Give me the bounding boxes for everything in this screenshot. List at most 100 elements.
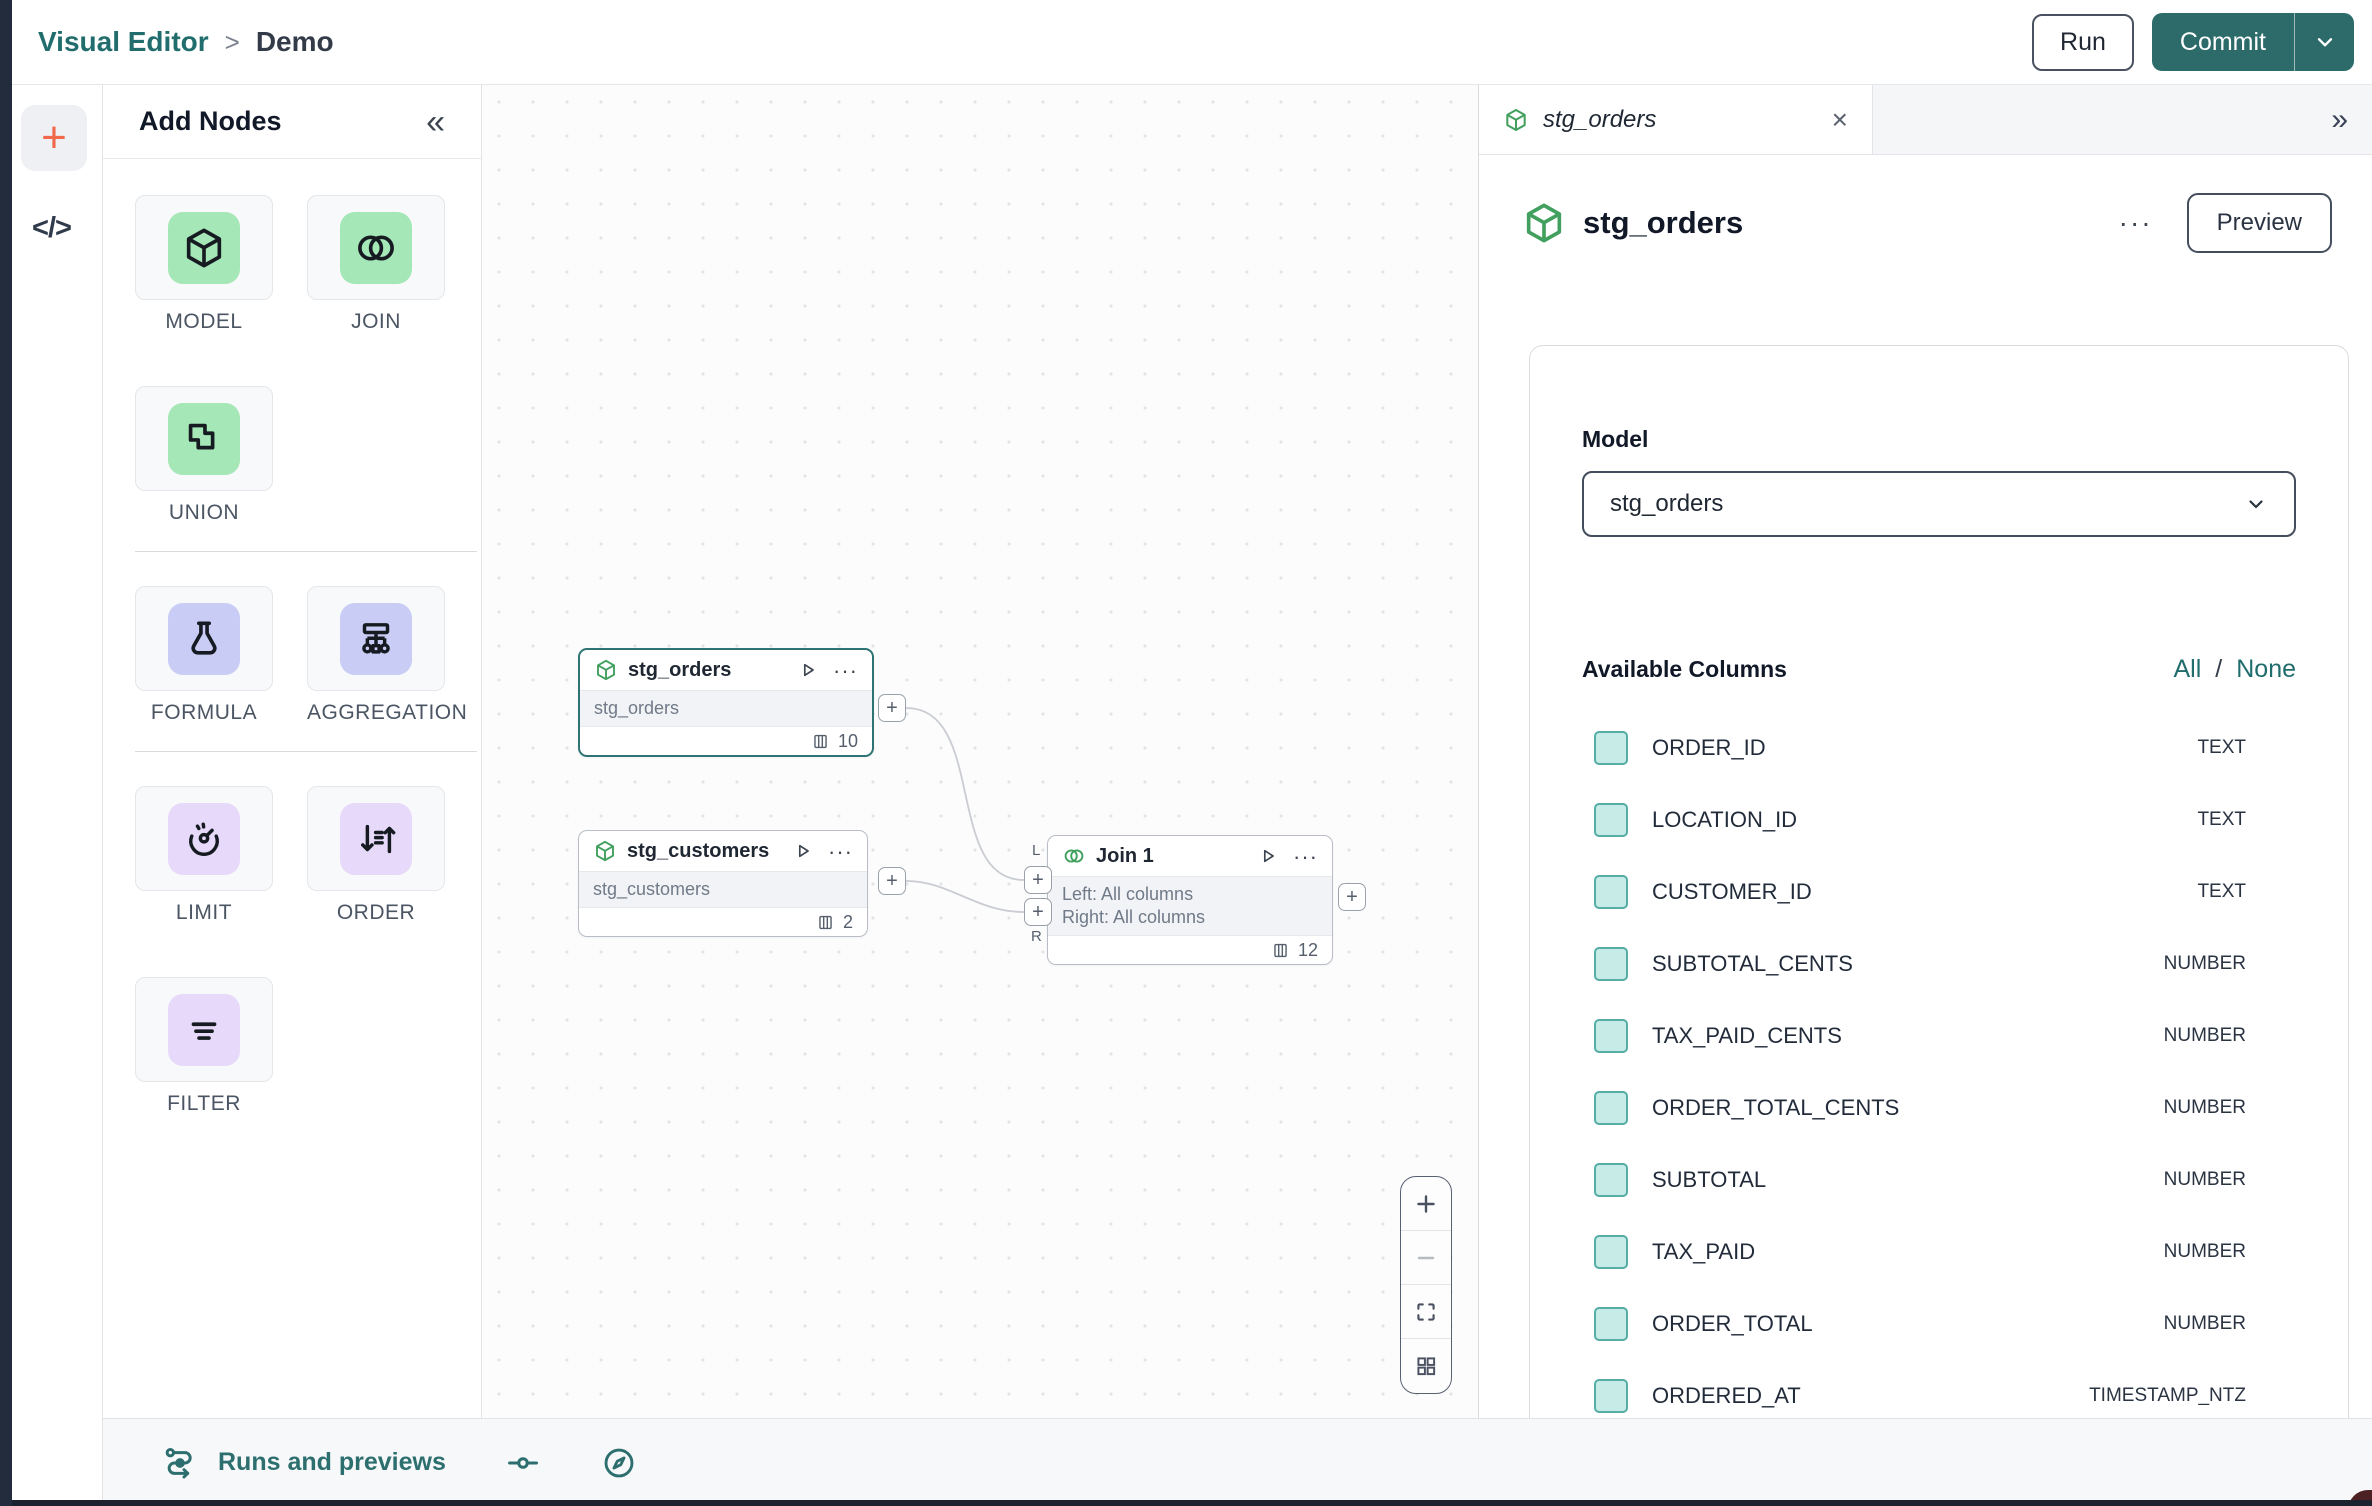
model-config-card: Model stg_orders Available Columns All /… <box>1529 345 2349 1506</box>
node-tile[interactable]: JOIN <box>307 195 445 334</box>
column-row[interactable]: SUBTOTAL NUMBER <box>1582 1144 2296 1216</box>
join-right-input-port[interactable]: + <box>1024 898 1052 926</box>
stg-customers-output-port[interactable]: + <box>878 867 906 895</box>
node-header: Join 1 ··· <box>1048 836 1332 877</box>
node-tile-card <box>135 977 273 1082</box>
column-row[interactable]: ORDER_TOTAL_CENTS NUMBER <box>1582 1072 2296 1144</box>
node-tile[interactable]: FORMULA <box>135 586 273 725</box>
run-button[interactable]: Run <box>2032 13 2134 71</box>
join-output-port[interactable]: + <box>1338 883 1366 911</box>
plus-icon <box>1413 1191 1439 1217</box>
close-icon[interactable]: × <box>1831 103 1848 135</box>
node-body: Left: All columns Right: All columns <box>1048 877 1332 936</box>
play-icon[interactable] <box>1257 845 1279 867</box>
column-checkbox[interactable] <box>1594 1235 1628 1269</box>
columns-count: 12 <box>1297 939 1318 960</box>
node-tile-card <box>135 195 273 300</box>
column-checkbox[interactable] <box>1594 947 1628 981</box>
column-checkbox[interactable] <box>1594 1019 1628 1053</box>
column-checkbox[interactable] <box>1594 1379 1628 1413</box>
node-type-icon <box>181 416 227 462</box>
fit-view-button[interactable] <box>1401 1285 1451 1339</box>
commit-node-icon[interactable] <box>504 1444 542 1482</box>
preview-button[interactable]: Preview <box>2186 193 2332 253</box>
column-checkbox[interactable] <box>1594 1091 1628 1125</box>
node-tile[interactable]: MODEL <box>135 195 273 334</box>
plus-icon: + <box>1032 869 1044 891</box>
column-row[interactable]: TAX_PAID NUMBER <box>1582 1216 2296 1288</box>
select-none-link[interactable]: None <box>2236 655 2296 683</box>
add-node-rail-button[interactable]: + <box>21 105 87 171</box>
canvas-node-stg-orders[interactable]: stg_orders ··· stg_orders 10 <box>578 648 874 757</box>
plus-icon: + <box>886 697 898 719</box>
panel-menu-icon[interactable]: ··· <box>2118 207 2153 238</box>
layout-grid-icon <box>1413 1353 1439 1379</box>
column-row[interactable]: ORDER_ID TEXT <box>1582 712 2296 784</box>
model-select[interactable]: stg_orders <box>1582 471 2296 537</box>
pipeline-canvas[interactable]: stg_orders ··· stg_orders 10 + stg_custo… <box>482 85 1478 1418</box>
canvas-node-join-1[interactable]: Join 1 ··· Left: All columns Right: All … <box>1047 835 1333 965</box>
column-checkbox[interactable] <box>1594 1307 1628 1341</box>
column-row[interactable]: TAX_PAID_CENTS NUMBER <box>1582 1000 2296 1072</box>
breadcrumb-visual-editor[interactable]: Visual Editor <box>38 26 209 57</box>
column-type: TEXT <box>2197 737 2246 758</box>
node-footer: 10 <box>580 727 872 755</box>
model-cube-icon <box>594 658 618 682</box>
column-name: ORDERED_AT <box>1652 1383 1801 1408</box>
commit-dropdown-button[interactable] <box>2294 13 2354 71</box>
plus-icon: + <box>41 113 67 162</box>
node-tile[interactable]: LIMIT <box>135 786 273 925</box>
node-menu-icon[interactable]: ··· <box>833 657 858 683</box>
add-nodes-header: Add Nodes « <box>103 85 481 159</box>
column-checkbox[interactable] <box>1594 731 1628 765</box>
edge-stg-orders-to-join <box>905 707 1025 881</box>
node-tile[interactable]: FILTER <box>135 977 273 1116</box>
zoom-out-button[interactable] <box>1401 1231 1451 1285</box>
runs-and-previews-button[interactable]: Runs and previews <box>160 1443 446 1483</box>
node-tile-label: MODEL <box>165 310 243 333</box>
column-row[interactable]: ORDER_TOTAL NUMBER <box>1582 1288 2296 1360</box>
column-checkbox[interactable] <box>1594 1163 1628 1197</box>
node-tile-label: LIMIT <box>175 901 233 924</box>
column-row[interactable]: ORDERED_AT TIMESTAMP_NTZ <box>1582 1360 2296 1432</box>
model-cube-icon <box>593 839 617 863</box>
play-icon[interactable] <box>797 659 819 681</box>
column-row[interactable]: LOCATION_ID TEXT <box>1582 784 2296 856</box>
canvas-node-stg-customers[interactable]: stg_customers ··· stg_customers 2 <box>578 830 868 937</box>
column-type: TIMESTAMP_NTZ <box>2089 1385 2246 1406</box>
column-type: NUMBER <box>2163 1025 2246 1046</box>
node-header: stg_customers ··· <box>579 831 867 872</box>
compass-icon[interactable] <box>600 1444 638 1482</box>
node-menu-icon[interactable]: ··· <box>828 838 853 864</box>
select-all-link[interactable]: All <box>2173 655 2202 683</box>
join-right-summary: Right: All columns <box>1062 907 1206 927</box>
node-tile-card <box>307 786 445 891</box>
node-model-name: stg_orders <box>594 698 680 718</box>
node-tile[interactable]: AGGREGATION <box>307 586 467 725</box>
stg-orders-output-port[interactable]: + <box>878 694 906 722</box>
tab-stg-orders[interactable]: stg_orders × <box>1479 85 1873 154</box>
node-type-icon <box>181 1007 227 1053</box>
auto-layout-button[interactable] <box>1401 1339 1451 1393</box>
node-type-icon <box>353 616 399 662</box>
join-left-input-port[interactable]: + <box>1024 866 1052 894</box>
column-checkbox[interactable] <box>1594 803 1628 837</box>
collapse-panel-icon[interactable]: « <box>426 102 445 141</box>
bottom-bar: Runs and previews <box>103 1418 2372 1506</box>
node-tile[interactable]: ORDER <box>307 786 445 925</box>
zoom-in-button[interactable] <box>1401 1177 1451 1231</box>
available-columns-header: Available Columns All / None <box>1582 655 2296 684</box>
play-icon[interactable] <box>792 840 814 862</box>
commit-button[interactable]: Commit <box>2179 27 2266 56</box>
code-view-button[interactable]: </> <box>0 203 103 253</box>
column-row[interactable]: SUBTOTAL_CENTS NUMBER <box>1582 928 2296 1000</box>
column-name: SUBTOTAL <box>1652 1167 1767 1192</box>
columns-icon <box>816 913 835 932</box>
column-checkbox[interactable] <box>1594 875 1628 909</box>
column-row[interactable]: CUSTOMER_ID TEXT <box>1582 856 2296 928</box>
plus-icon: + <box>886 870 898 892</box>
node-menu-icon[interactable]: ··· <box>1293 843 1318 869</box>
node-tile[interactable]: UNION <box>135 386 273 525</box>
expand-panel-icon[interactable]: » <box>2331 102 2348 136</box>
model-cube-icon <box>1503 107 1529 133</box>
